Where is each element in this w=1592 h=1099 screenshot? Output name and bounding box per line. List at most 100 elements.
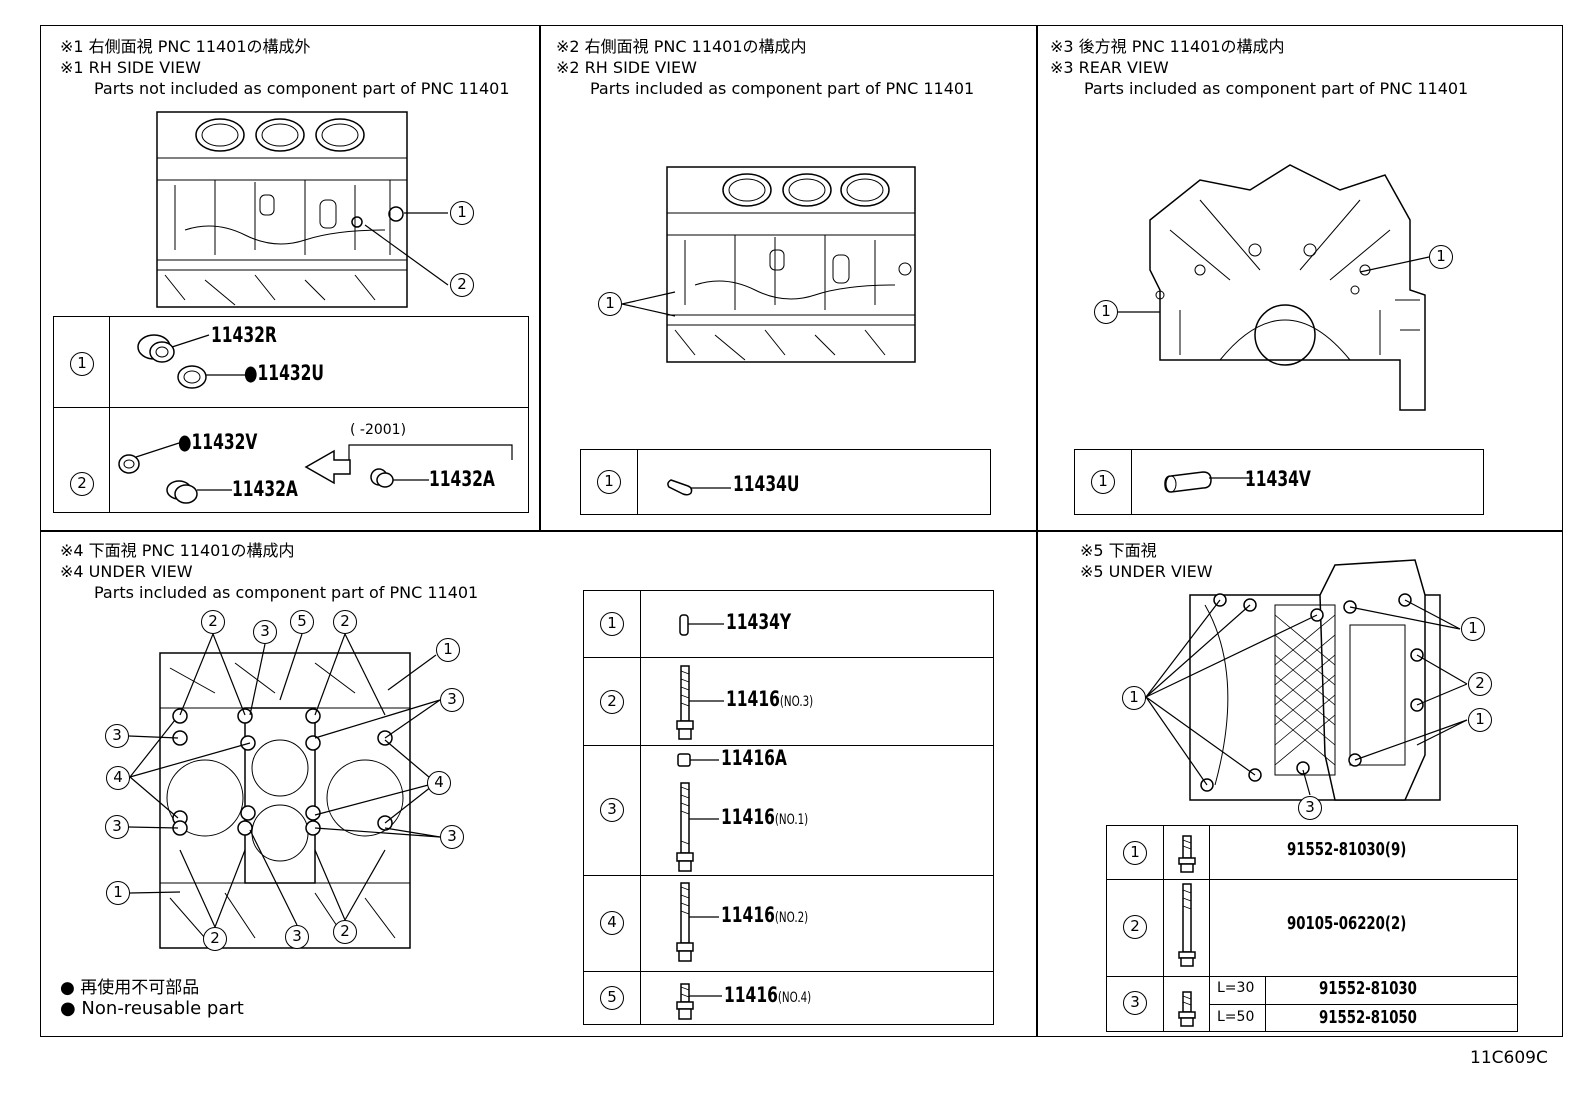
panel3-title-en: ※3 REAR VIEW — [1050, 58, 1169, 77]
part-number-11434V: 11434V — [1245, 467, 1311, 491]
part-number-11432R: 11432R — [211, 323, 277, 347]
part-number-90105-06220-2: 90105-06220(2) — [1287, 913, 1407, 934]
panel4-header: ※4 下面視 PNC 11401の構成内 ※4 UNDER VIEW Parts… — [60, 540, 478, 603]
engine-under-view — [159, 652, 411, 949]
panel5-header: ※5 下面視 ※5 UNDER VIEW — [1080, 540, 1213, 582]
part-number-11416-no1: 11416(NO.1) — [721, 805, 808, 829]
index-column — [1075, 450, 1132, 514]
index-column — [54, 317, 110, 512]
callout-2: 2 — [1468, 672, 1492, 696]
panel2-header: ※2 右側面視 PNC 11401の構成内 ※2 RH SIDE VIEW Pa… — [556, 36, 974, 99]
part-number: 11416 — [724, 983, 778, 1007]
row-index-1: 1 — [1123, 841, 1147, 865]
index-column — [1107, 826, 1164, 1031]
part-number-11434U: 11434U — [733, 472, 800, 496]
part-number: 11416 — [721, 903, 775, 927]
part-number-11416-no3: 11416(NO.3) — [726, 687, 813, 711]
callout-1-left: 1 — [1122, 686, 1146, 710]
callout-1-top: 1 — [1461, 617, 1485, 641]
callout-1-right: 1 — [1468, 708, 1492, 732]
panel1-header: ※1 右側面視 PNC 11401の構成外 ※1 RH SIDE VIEW Pa… — [60, 36, 510, 99]
callout-3: 3 — [253, 620, 277, 644]
callout-2: 2 — [450, 273, 474, 297]
panel3-header: ※3 後方視 PNC 11401の構成内 ※3 REAR VIEW Parts … — [1050, 36, 1468, 99]
callout-1: 1 — [598, 292, 622, 316]
length-label-30: L=30 — [1217, 980, 1255, 996]
panel3-parts-table: 1 11434V — [1074, 449, 1484, 515]
callout-1: 1 — [436, 638, 460, 662]
panel1-title-en: ※1 RH SIDE VIEW — [60, 58, 201, 77]
panel2-subtitle: Parts included as component part of PNC … — [590, 79, 975, 98]
callout-2: 2 — [203, 927, 227, 951]
index-column — [584, 591, 641, 1024]
engine-rh-side-view-1 — [156, 111, 408, 308]
panel3-subtitle: Parts included as component part of PNC … — [1084, 79, 1469, 98]
callout-3: 3 — [440, 825, 464, 849]
part-note: (NO.3) — [779, 694, 814, 710]
engine-rear-view — [1149, 164, 1426, 411]
callout-3: 3 — [285, 925, 309, 949]
callout-3: 3 — [1298, 796, 1322, 820]
panel4-parts-table: 1 2 3 4 5 — [583, 590, 994, 1025]
panel1-subtitle: Parts not included as component part of … — [94, 79, 510, 98]
part-note: (NO.4) — [777, 990, 812, 1006]
panel5-title-ja: ※5 下面視 — [1080, 541, 1157, 560]
part-number-91552-81050: 91552-81050 — [1319, 1007, 1417, 1028]
row-index-4: 4 — [600, 911, 624, 935]
table-divider — [1107, 879, 1517, 880]
part-number-11416A: 11416A — [721, 746, 787, 770]
table-divider — [584, 875, 993, 876]
callout-5: 5 — [290, 610, 314, 634]
table-divider — [584, 971, 993, 972]
callout-1: 1 — [106, 881, 130, 905]
part-number-11416-no2: 11416(NO.2) — [721, 903, 808, 927]
divider-h — [40, 530, 1563, 532]
panel2-title-en: ※2 RH SIDE VIEW — [556, 58, 697, 77]
panel1-parts-table: 1 2 11432R ●11432U ●11432V 11432A 11432A… — [53, 316, 529, 513]
callout-1-left: 1 — [1094, 300, 1118, 324]
sub-row-divider — [1209, 1004, 1517, 1005]
row-index-5: 5 — [600, 986, 624, 1010]
date-range-label: ( -2001) — [350, 422, 407, 438]
part-number: 11416 — [721, 805, 775, 829]
row-index-2: 2 — [600, 690, 624, 714]
panel1-title-ja: ※1 右側面視 PNC 11401の構成外 — [60, 37, 311, 56]
legend-en: ● Non-reusable part — [60, 998, 244, 1019]
callout-4: 4 — [427, 771, 451, 795]
part-note: (NO.2) — [774, 910, 809, 926]
row-index-1: 1 — [597, 470, 621, 494]
panel5-parts-table: 1 2 3 91552-81030(9) 90105-06220(2) L=30… — [1106, 825, 1518, 1032]
part-number-91552-81030: 91552-81030 — [1319, 978, 1417, 999]
callout-2: 2 — [201, 610, 225, 634]
panel4-subtitle: Parts included as component part of PNC … — [94, 583, 479, 602]
panel5-bolt-icons — [1178, 835, 1196, 1027]
pin-icon — [667, 479, 731, 496]
dowel-pin-icon — [1164, 471, 1253, 493]
table-divider — [584, 745, 993, 746]
row-index-2: 2 — [70, 472, 94, 496]
row-index-1: 1 — [1091, 470, 1115, 494]
panel2-title-ja: ※2 右側面視 PNC 11401の構成内 — [556, 37, 807, 56]
row-index-3: 3 — [1123, 991, 1147, 1015]
row-index-2: 2 — [1123, 915, 1147, 939]
callout-1: 1 — [450, 201, 474, 225]
panel4-bolt-icons — [676, 614, 724, 1020]
index-column — [581, 450, 638, 514]
panel2-parts-table: 1 11434U — [580, 449, 991, 515]
callout-1-right: 1 — [1429, 245, 1453, 269]
panel3-title-ja: ※3 後方視 PNC 11401の構成内 — [1050, 37, 1285, 56]
table-divider — [584, 657, 993, 658]
length-column-divider — [1265, 976, 1266, 1031]
row-index-1: 1 — [70, 352, 94, 376]
part-number-11432A-early: 11432A — [429, 467, 495, 491]
part-number-11434Y: 11434Y — [726, 610, 792, 634]
part-number-11432A: 11432A — [232, 477, 298, 501]
length-label-50: L=50 — [1217, 1009, 1255, 1025]
figure-code: 11C609C — [1470, 1048, 1548, 1068]
panel4-title-ja: ※4 下面視 PNC 11401の構成内 — [60, 541, 295, 560]
callout-3: 3 — [440, 688, 464, 712]
callout-4: 4 — [106, 766, 130, 790]
part-number: 11416 — [726, 687, 780, 711]
